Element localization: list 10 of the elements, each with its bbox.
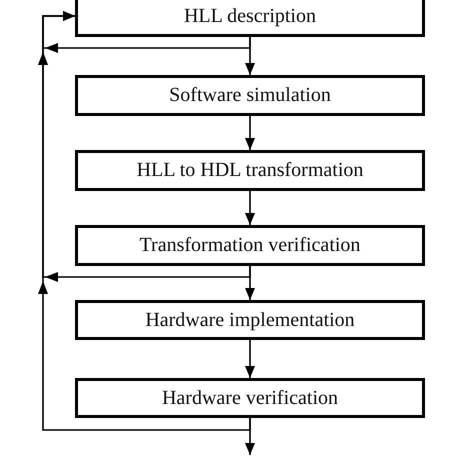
process-box: HLL description <box>75 0 425 37</box>
arrow <box>245 116 255 150</box>
arrow <box>245 191 255 225</box>
process-box: Hardware implementation <box>75 300 425 340</box>
arrow <box>38 11 251 431</box>
arrow <box>245 340 255 378</box>
process-box: Transformation verification <box>75 225 425 266</box>
process-box: HLL to HDL transformation <box>75 150 425 191</box>
process-box: Hardware verification <box>75 378 425 418</box>
process-box: Software simulation <box>75 75 425 116</box>
